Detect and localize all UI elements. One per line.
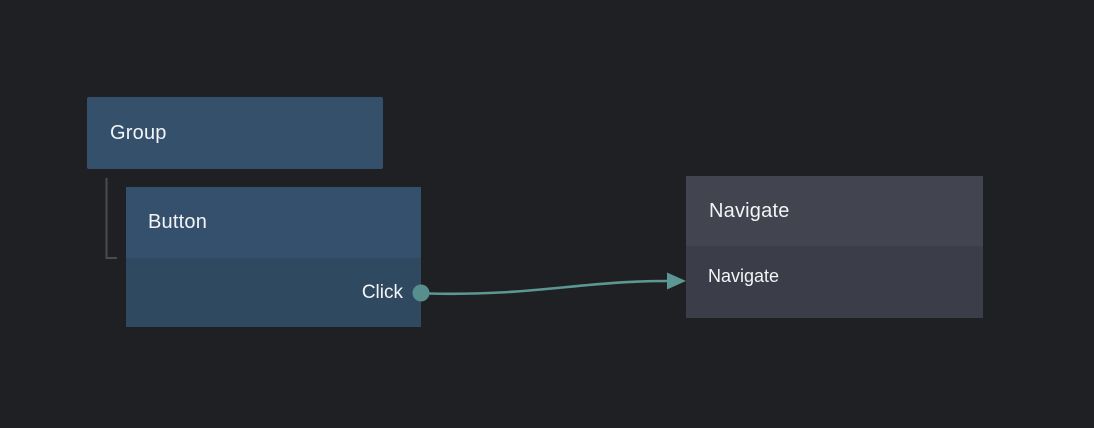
navigate-node-header[interactable]: Navigate [686,176,983,246]
group-node-header[interactable]: Group [87,97,383,169]
button-click-output-row[interactable]: Click [126,258,421,327]
button-node-title: Button [148,211,208,233]
click-output-port[interactable] [412,284,430,302]
button-node-header[interactable]: Button [126,187,421,258]
navigate-input-row[interactable]: Navigate [686,246,983,318]
edge-click-to-navigate[interactable] [427,279,669,296]
tree-connector-line [105,178,117,259]
navigate-input-label: Navigate [708,266,780,286]
node-group[interactable]: Group [87,97,383,169]
node-button[interactable]: Button Click [126,187,421,327]
group-node-title: Group [110,121,167,144]
click-port-label: Click [361,281,403,303]
edge-arrowhead-icon [667,272,686,290]
node-navigate[interactable]: Navigate Navigate [686,176,983,318]
navigate-node-title: Navigate [709,199,790,222]
